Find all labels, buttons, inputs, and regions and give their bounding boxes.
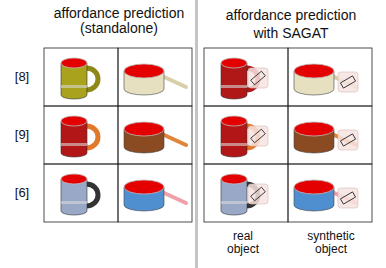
affordance-region xyxy=(61,116,87,126)
row-reference: [8] xyxy=(4,70,40,84)
object-render xyxy=(294,122,358,153)
affordance-region xyxy=(294,64,334,78)
affordance-region xyxy=(294,180,334,194)
pan-handle xyxy=(162,192,186,203)
object-render xyxy=(124,64,186,95)
column-heading: with SAGAT xyxy=(205,26,377,41)
row-reference: [6] xyxy=(4,186,40,200)
grid-cell xyxy=(204,48,288,106)
grasp-rectangle xyxy=(340,134,355,146)
object-render xyxy=(124,122,186,153)
object-render xyxy=(124,180,186,211)
affordance-region xyxy=(124,64,164,78)
affordance-region xyxy=(221,174,247,184)
mug-handle xyxy=(86,184,98,206)
mug-band xyxy=(221,85,247,88)
grasp-patch xyxy=(338,130,358,150)
grasp-patch xyxy=(248,184,268,204)
grasp-rectangle xyxy=(340,76,355,88)
object-render xyxy=(61,174,98,215)
affordance-region xyxy=(61,174,87,184)
grid-cell xyxy=(204,164,288,222)
affordance-region xyxy=(221,116,247,126)
mug-band xyxy=(61,201,87,204)
mug-band xyxy=(61,85,87,88)
object-render xyxy=(221,174,268,215)
object-render xyxy=(221,58,268,99)
grasp-patch xyxy=(338,72,358,92)
grid-cell xyxy=(288,164,372,222)
column-caption: synthetic object xyxy=(296,230,366,256)
affordance-region xyxy=(61,58,87,68)
grid-cell xyxy=(44,48,118,106)
affordance-region xyxy=(294,122,334,136)
affordance-region xyxy=(124,122,164,136)
object-render xyxy=(221,116,268,157)
object-render xyxy=(294,180,358,211)
column-heading: affordance prediction (standalone) xyxy=(48,6,190,37)
grasp-patch xyxy=(248,126,268,146)
grid-cell xyxy=(118,164,192,222)
divider xyxy=(195,0,198,268)
object-render xyxy=(61,116,98,157)
affordance-region xyxy=(221,58,247,68)
grid-cell xyxy=(44,164,118,222)
mug-handle xyxy=(86,126,98,148)
affordance-region xyxy=(124,180,164,194)
grid-cell xyxy=(288,106,372,164)
grasp-rectangle xyxy=(251,71,266,85)
grasp-rectangle xyxy=(251,187,266,201)
grid-cell xyxy=(288,48,372,106)
mug-handle xyxy=(86,68,98,90)
grid-cell xyxy=(204,106,288,164)
grid-cell xyxy=(118,48,192,106)
grasp-patch xyxy=(338,188,358,208)
pan-handle xyxy=(162,76,186,87)
pan-handle xyxy=(162,134,186,145)
grasp-rectangle xyxy=(340,192,355,204)
grasp-patch xyxy=(248,68,268,88)
mug-band xyxy=(221,143,247,146)
grid-cell xyxy=(118,106,192,164)
grasp-rectangle xyxy=(251,129,266,143)
column-heading: affordance prediction xyxy=(205,8,377,23)
column-caption: real object xyxy=(218,230,268,256)
object-render xyxy=(61,58,98,99)
mug-band xyxy=(61,143,87,146)
row-reference: [9] xyxy=(4,128,40,142)
mug-band xyxy=(221,201,247,204)
object-render xyxy=(294,64,358,95)
grid-cell xyxy=(44,106,118,164)
